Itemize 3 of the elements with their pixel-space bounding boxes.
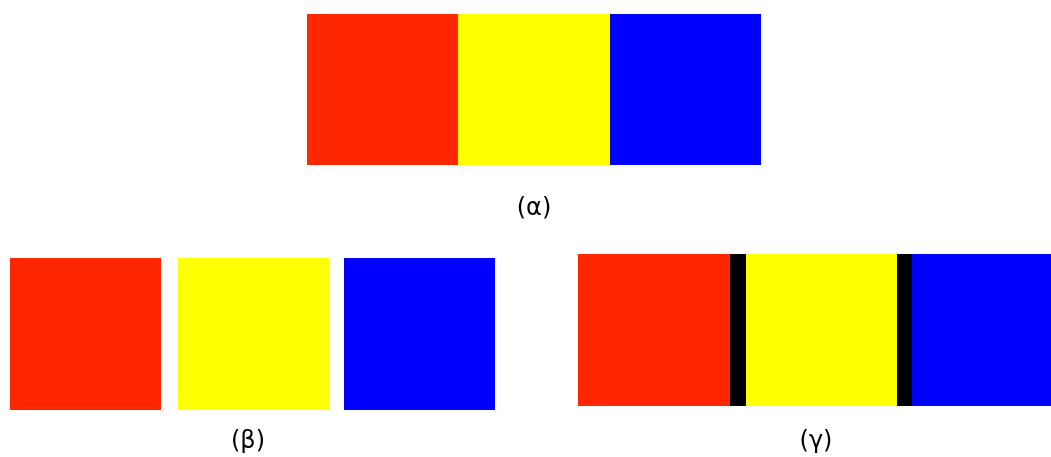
figure-label: (β) — [231, 426, 265, 454]
figure-label: (α) — [516, 193, 552, 221]
figure-label: (γ) — [799, 426, 833, 454]
